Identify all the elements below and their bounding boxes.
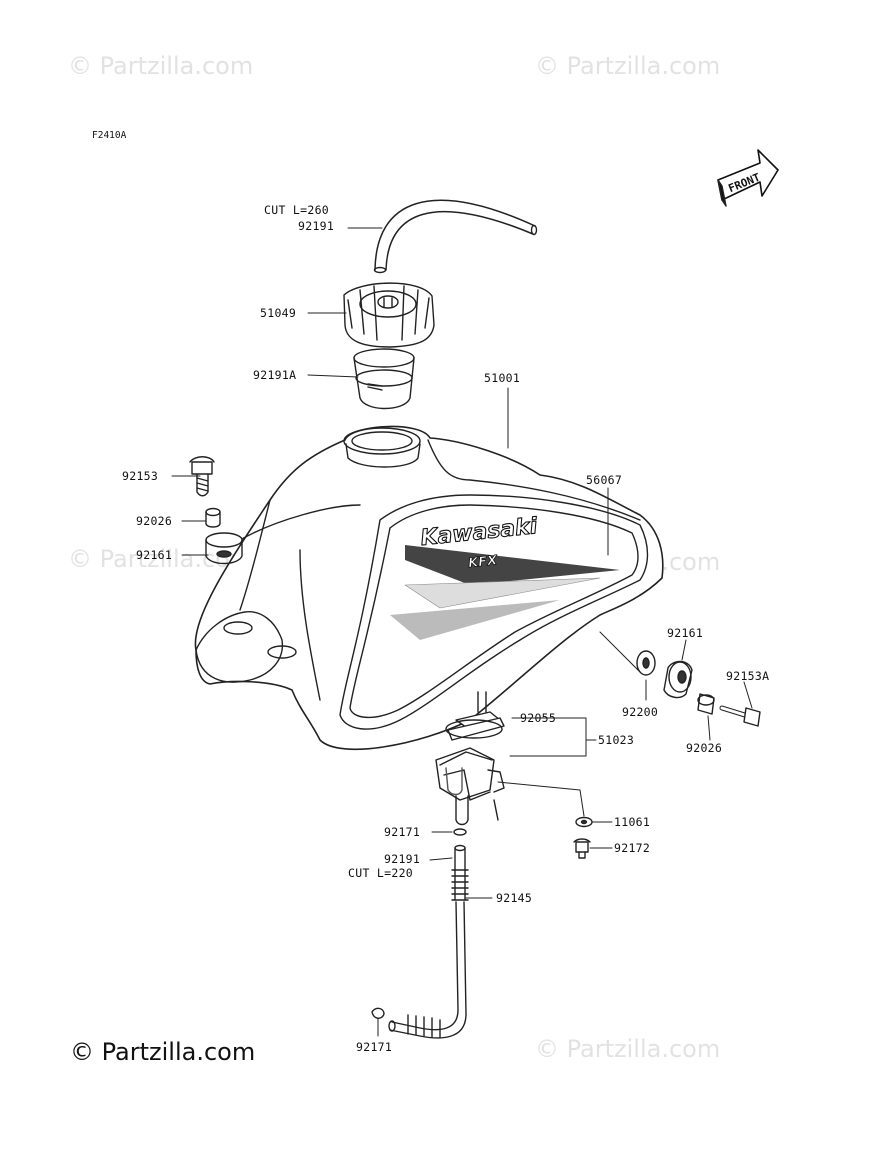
callout-11061: 11061 — [614, 815, 651, 829]
callout-92172: 92172 — [614, 841, 651, 855]
callout-cut-length-bottom: CUT L=220 — [348, 866, 414, 880]
callout-92153A: 92153A — [726, 669, 770, 683]
copyright: © Partzilla.com — [70, 1038, 256, 1066]
washer-right — [636, 650, 656, 676]
callout-92161-left: 92161 — [136, 548, 173, 562]
callout-92161-right: 92161 — [667, 626, 704, 640]
callout-92026-left: 92026 — [136, 514, 173, 528]
callout-92191-bottom: 92191 — [384, 852, 421, 866]
callout-92191A: 92191A — [253, 368, 297, 382]
washer-11061 — [575, 816, 593, 828]
mounting-bolt-right — [719, 705, 761, 727]
fuel-tank: Kawasaki KFX — [194, 425, 664, 751]
fuel-cap — [343, 282, 435, 348]
screw-92172 — [573, 838, 591, 859]
grommet-right — [663, 660, 693, 699]
callout-56067: 56067 — [586, 473, 623, 487]
callout-92171-bottom: 92171 — [356, 1040, 393, 1054]
leader-lines — [171, 227, 753, 1037]
callout-92191-top: 92191 — [298, 219, 335, 233]
figure-code: F2410A — [92, 130, 127, 141]
callout-51001: 51001 — [484, 371, 521, 385]
filler-gasket — [353, 348, 415, 410]
clamp-top — [453, 828, 467, 836]
grommet-left — [205, 532, 243, 565]
breather-hose — [373, 199, 538, 274]
model-decal: KFX — [467, 553, 498, 571]
callout-92171-top: 92171 — [384, 825, 421, 839]
callout-92026-right: 92026 — [686, 741, 723, 755]
callout-92055: 92055 — [520, 711, 557, 725]
watermark: © Partzilla.com — [535, 52, 721, 80]
front-arrow-icon: FRONT — [717, 149, 779, 207]
callout-92145: 92145 — [496, 891, 533, 905]
clamp-bottom — [371, 1007, 385, 1019]
watermark: © Partzilla.com — [535, 1035, 721, 1063]
callout-51023: 51023 — [598, 733, 635, 747]
callout-51049: 51049 — [260, 306, 297, 320]
callout-92200: 92200 — [622, 705, 659, 719]
filter-screen — [445, 717, 505, 741]
fuel-hose — [388, 844, 469, 1039]
mounting-bolt-left — [189, 456, 215, 497]
watermark: © Partzilla.com — [68, 545, 254, 573]
callout-cut-length-top: CUT L=260 — [264, 203, 330, 217]
collar-left — [205, 507, 221, 528]
watermark: © Partzilla.com — [68, 52, 254, 80]
callout-92153: 92153 — [122, 469, 159, 483]
collar-right — [697, 693, 715, 715]
